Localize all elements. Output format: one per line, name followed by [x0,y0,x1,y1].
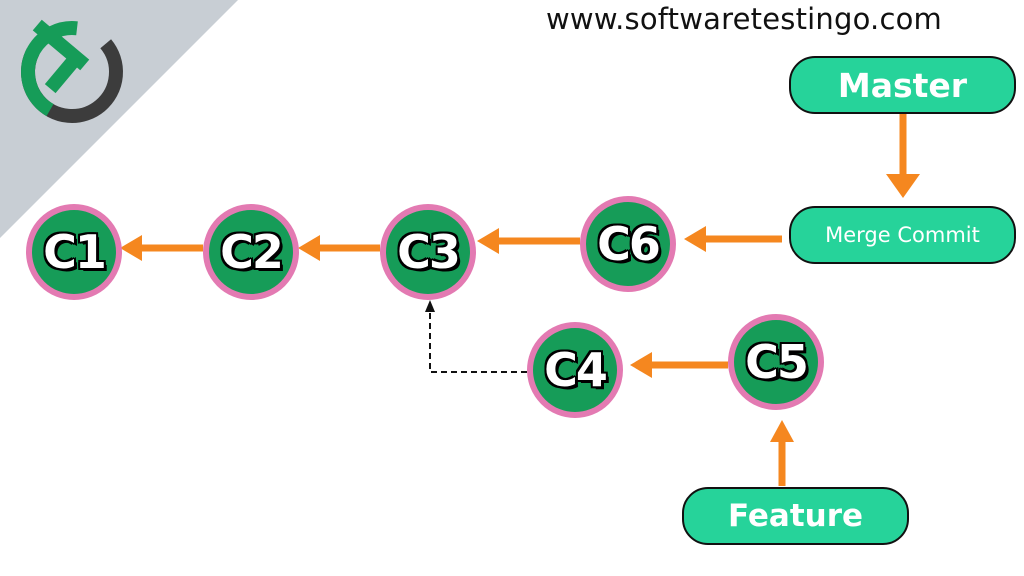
site-logo-icon [20,19,123,123]
commit-label: C4 [544,343,608,397]
feature-branch-pill: Feature [682,487,909,545]
arrowhead-c2 [298,235,320,261]
arrowhead-c1 [120,235,142,261]
commit-c6: C6 [580,196,676,292]
arrowhead-c5 [770,420,794,442]
master-label: Master [837,65,968,105]
commit-c2: C2 [203,204,299,300]
commit-c4: C4 [527,322,623,418]
website-url: www.softwaretestingo.com [546,2,942,36]
corner-triangle [0,0,238,238]
arrowhead-c3 [477,228,499,254]
feature-label: Feature [727,498,864,534]
arrowhead-c6 [684,226,706,252]
master-branch-pill: Master [789,56,1016,114]
merge-commit-pill: Merge Commit [789,206,1016,264]
commit-label: C6 [597,217,661,271]
commit-label: C5 [745,335,809,389]
commit-label: C3 [397,225,461,279]
branch-dashed-line [425,300,527,373]
commit-label: C1 [43,225,107,279]
arrowhead-merge [886,174,920,198]
arrowhead-c4 [630,352,652,378]
commit-label: C2 [220,225,284,279]
commit-c1: C1 [26,204,122,300]
merge-commit-label: Merge Commit [825,223,980,247]
commit-c5: C5 [728,314,824,410]
commit-c3: C3 [380,204,476,300]
